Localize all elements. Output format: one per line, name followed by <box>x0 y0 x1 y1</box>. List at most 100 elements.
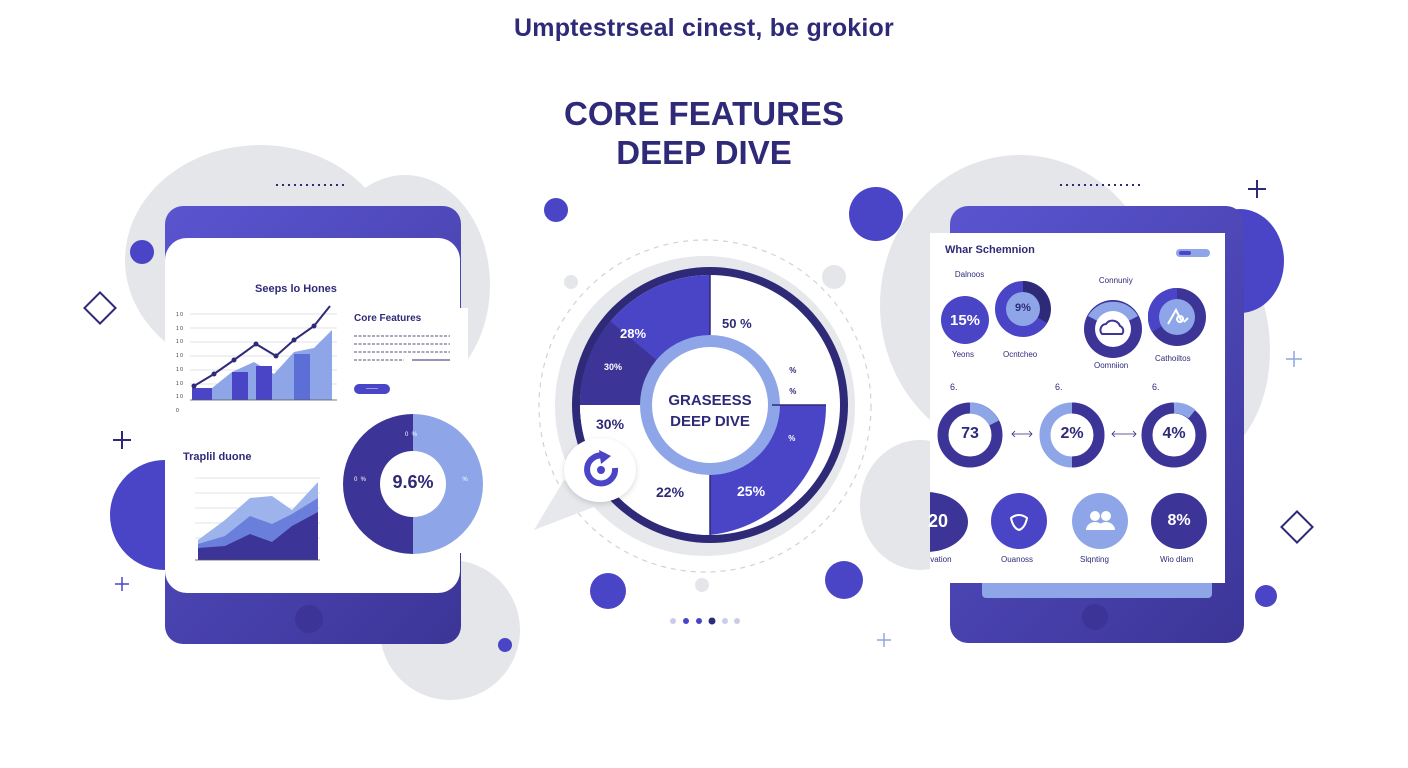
progress-ring <box>1039 402 1105 468</box>
metric-circle-label: Slqnting <box>1080 555 1109 564</box>
ring-value: 73 <box>961 425 979 442</box>
metric-top-label: Connuniy <box>1090 276 1133 285</box>
metric-circle <box>1072 493 1128 549</box>
plus-icon <box>113 431 131 449</box>
metric-bottom-label: Oomniion <box>1094 361 1129 370</box>
ring-top-label: 6. <box>1055 382 1071 392</box>
metric-circle <box>930 492 968 552</box>
wheel-label: 30% <box>596 416 625 432</box>
decor-dot <box>825 561 863 599</box>
decor-dot-light <box>695 578 709 592</box>
donut-segment <box>413 414 483 554</box>
plus-icon <box>1248 180 1266 198</box>
toggle-knob <box>1179 251 1191 255</box>
tagline: Umptestrseal cinest, be grokior <box>514 14 894 42</box>
metric-bottom-label: Cathoiltos <box>1155 354 1191 363</box>
title-line-2: DEEP DIVE <box>616 134 792 171</box>
pagination-dots <box>670 617 740 625</box>
title-line-1: CORE FEATURES <box>564 95 844 132</box>
wheel-label: % <box>787 387 797 396</box>
plus-icon <box>115 577 129 591</box>
wheel-label: 25% <box>737 483 766 499</box>
left-donut-label-top: 0 % <box>405 432 418 438</box>
shield-icon <box>1009 514 1029 532</box>
decor-dot <box>849 187 903 241</box>
wheel-label: % <box>786 434 796 443</box>
decor-dot <box>590 573 626 609</box>
metric-circle <box>991 493 1047 549</box>
page-title: CORE FEATURES DEEP DIVE <box>0 94 1408 172</box>
metric-circle-label: Ouanoss <box>1001 555 1034 564</box>
decor-dot <box>130 240 154 264</box>
diamond-icon <box>83 291 117 325</box>
metric-circle-value: 20 <box>928 511 949 531</box>
wheel-center-label: GRASEESS DEEP DIVE <box>640 390 780 432</box>
refresh-icon <box>584 450 619 487</box>
users-icon <box>1167 307 1189 325</box>
metric-circle-label: vation <box>928 555 952 564</box>
y-tick: 0 <box>176 407 179 414</box>
x-tick <box>274 405 277 411</box>
decor-dot <box>544 198 568 222</box>
wheel-label: % <box>787 366 797 375</box>
metric-ring <box>941 296 989 344</box>
decor-dot <box>1255 585 1277 607</box>
progress-ring <box>1141 402 1207 468</box>
area-series-dark <box>198 512 318 560</box>
metric-circle <box>1151 493 1207 549</box>
area-chart <box>195 477 320 561</box>
ring-value: 2% <box>1060 425 1084 442</box>
line-chart-bar <box>256 366 272 400</box>
features-button[interactable]: —— <box>354 384 390 394</box>
line-chart-x-ticks <box>190 405 340 411</box>
features-title: Core Features <box>354 313 422 324</box>
tablet-home-button[interactable] <box>1082 604 1108 630</box>
y-tick: 1 0 <box>176 353 183 360</box>
left-donut-value: 9.6% <box>392 472 434 492</box>
y-tick: 1 0 <box>176 325 183 332</box>
wheel-label: 50 % <box>722 316 752 331</box>
decor-dot-light <box>822 265 846 289</box>
decor-dot-light <box>564 275 578 289</box>
line-chart-bar <box>294 354 310 400</box>
wheel-center-line-2: DEEP DIVE <box>670 413 750 430</box>
x-tick <box>253 405 256 411</box>
right-panel-toggle[interactable] <box>1176 249 1210 257</box>
metric-top-label: Dalnoos <box>946 270 985 279</box>
arrow-connectors <box>1011 430 1137 438</box>
line-chart-bar <box>232 372 248 400</box>
line-chart-series <box>193 305 331 387</box>
ring-value: 4% <box>1162 425 1186 442</box>
metric-circle-value: 8% <box>1167 512 1191 529</box>
plus-icon <box>1286 351 1302 367</box>
x-tick <box>211 405 214 411</box>
progress-ring <box>937 402 1003 468</box>
cloud-icon <box>1099 319 1125 335</box>
donut-segment <box>343 414 413 554</box>
y-tick: 1 0 <box>176 394 183 401</box>
y-tick: 1 0 <box>176 312 183 318</box>
left-donut-label-right: % <box>459 477 468 483</box>
line-chart-title: Seeps lo Hones <box>255 283 337 295</box>
metric-bottom-label: Yeons <box>952 350 974 359</box>
metric-ring <box>995 281 1051 337</box>
diamond-icon <box>1280 510 1314 544</box>
x-tick <box>316 405 319 411</box>
x-tick <box>190 405 193 411</box>
ring-top-label: 6. <box>1152 382 1168 392</box>
speech-tail <box>534 480 599 530</box>
x-tick <box>295 405 298 411</box>
features-text-lines <box>354 335 450 361</box>
x-tick <box>232 405 235 411</box>
wheel-center-line-1: GRASEESS <box>668 392 752 409</box>
line-chart-bars <box>192 388 212 400</box>
tablet-home-button[interactable] <box>295 605 323 633</box>
ring-top-label: 6. <box>950 382 966 392</box>
area-chart-title: Traplil duone <box>183 451 252 463</box>
metric-value: 9% <box>1015 302 1031 314</box>
center-wheel <box>534 239 872 573</box>
wheel-label: 30% <box>604 362 623 372</box>
metric-bottom-label: Ocntcheo <box>1003 350 1038 359</box>
metric-ring <box>1148 288 1206 346</box>
